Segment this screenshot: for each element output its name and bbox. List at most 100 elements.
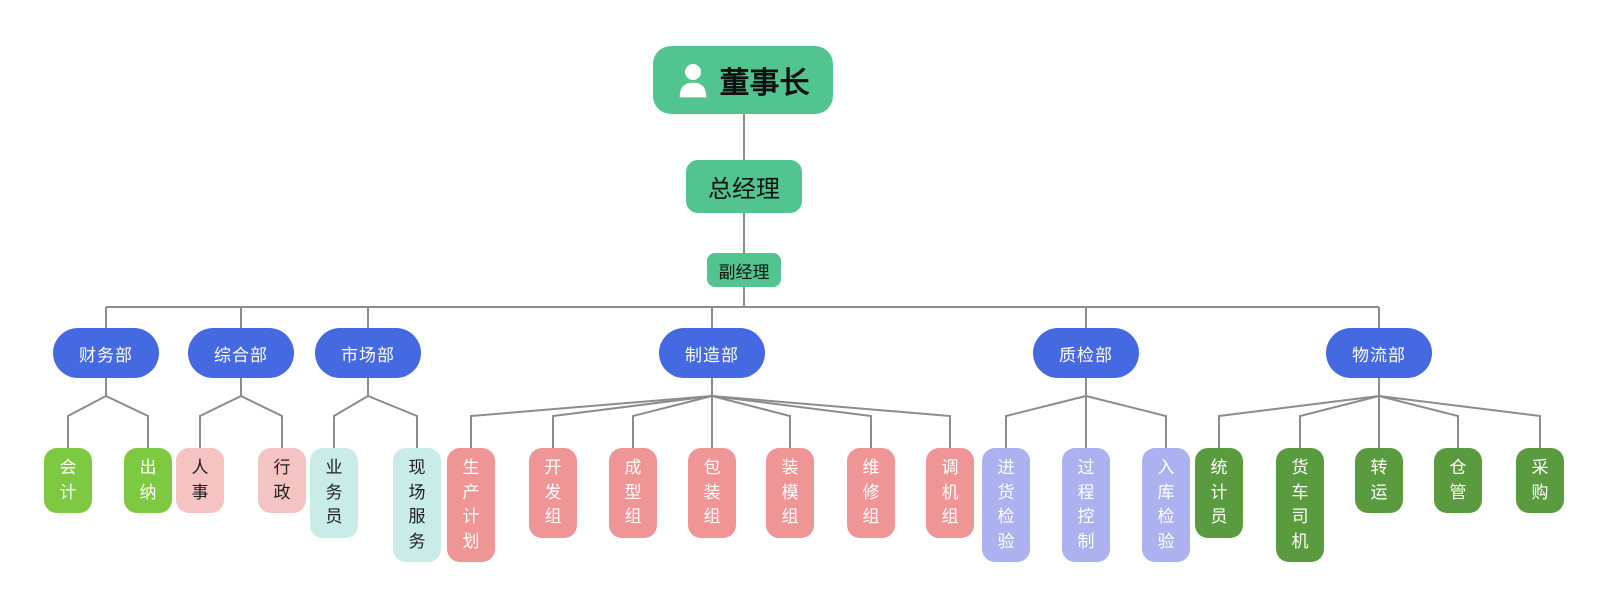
leaf-label-char: 运 — [1370, 482, 1388, 503]
leaf-node[interactable]: 进货检验 — [982, 448, 1030, 562]
leaf-label-char: 组 — [703, 507, 721, 528]
leaf-node[interactable]: 生产计划 — [447, 448, 495, 562]
connector-line — [711, 395, 951, 448]
connector-line — [711, 395, 791, 448]
leaf-node[interactable]: 行政 — [258, 448, 306, 513]
leaf-label-char: 机 — [1291, 531, 1309, 552]
leaf-label-char: 司 — [1291, 507, 1309, 527]
leaf-label-char: 开 — [544, 458, 562, 479]
leaf-label-char: 人 — [191, 458, 209, 478]
leaf-label-char: 产 — [462, 482, 480, 503]
leaf-label-char: 计 — [462, 507, 480, 527]
leaf-label-char: 组 — [862, 507, 880, 528]
leaf-label-char: 库 — [1157, 482, 1175, 503]
leaf-label-char: 行 — [273, 458, 291, 478]
leaf-node[interactable]: 统计员 — [1195, 448, 1243, 538]
leaf-label-char: 调 — [941, 458, 959, 479]
leaf-label-char: 程 — [1077, 482, 1095, 503]
node-chairman[interactable]: 董事长 — [653, 46, 833, 114]
department-label: 质检部 — [1059, 345, 1113, 366]
leaf-label-char: 仓 — [1449, 458, 1467, 478]
node-deputy-manager[interactable]: 副经理 — [707, 253, 781, 287]
leaf-label-char: 维 — [862, 458, 880, 479]
leaf-label-char: 纳 — [139, 482, 157, 503]
leaf-label-char: 业 — [325, 458, 343, 479]
leaf-label-char: 入 — [1157, 458, 1175, 478]
connector-line — [1005, 395, 1087, 448]
leaf-label-char: 过 — [1077, 458, 1095, 478]
department-label: 市场部 — [341, 345, 395, 366]
leaf-label-char: 划 — [462, 531, 480, 552]
leaf-node[interactable]: 人事 — [176, 448, 224, 513]
leaf-label-char: 型 — [624, 482, 642, 503]
department-node[interactable]: 制造部 — [659, 328, 765, 378]
department-node[interactable]: 物流部 — [1326, 328, 1432, 378]
leaf-label-char: 装 — [703, 482, 721, 503]
leaf-node[interactable]: 仓管 — [1434, 448, 1482, 513]
leaf-node[interactable]: 采购 — [1516, 448, 1564, 513]
connector-line — [711, 395, 872, 448]
leaf-label-char: 包 — [703, 458, 721, 479]
leaf-label-char: 组 — [941, 507, 959, 528]
connector-line — [333, 395, 369, 448]
connector-line — [632, 395, 713, 448]
leaf-label-char: 采 — [1531, 458, 1549, 478]
leaf-node[interactable]: 包装组 — [688, 448, 736, 538]
leaf-node[interactable]: 维修组 — [847, 448, 895, 538]
department-node[interactable]: 财务部 — [53, 328, 159, 378]
leaf-node[interactable]: 开发组 — [529, 448, 577, 538]
leaf-label-char: 验 — [997, 531, 1015, 552]
leaf-label-char: 模 — [781, 482, 799, 503]
chairman-label: 董事长 — [719, 66, 810, 101]
connector-line — [470, 395, 713, 448]
leaf-label-char: 修 — [862, 482, 880, 503]
leaf-label-char: 检 — [1157, 507, 1175, 527]
leaf-node[interactable]: 货车司机 — [1276, 448, 1324, 562]
leaf-node[interactable]: 会计 — [44, 448, 92, 513]
leaf-label-char: 组 — [544, 507, 562, 528]
leaf-label-char: 政 — [273, 482, 291, 503]
leaf-node[interactable]: 成型组 — [609, 448, 657, 538]
leaf-label-char: 控 — [1077, 507, 1095, 527]
leaf-node[interactable]: 出纳 — [124, 448, 172, 513]
leaf-node[interactable]: 转运 — [1355, 448, 1403, 513]
leaf-label-char: 统 — [1210, 458, 1228, 479]
department-node[interactable]: 市场部 — [315, 328, 421, 378]
leaf-label-char: 员 — [1210, 507, 1228, 528]
connector-line — [240, 395, 283, 448]
leaf-label-char: 成 — [624, 458, 642, 479]
department-node[interactable]: 综合部 — [188, 328, 294, 378]
leaf-label-char: 货 — [997, 482, 1015, 503]
connector-line — [1378, 395, 1459, 448]
leaf-label-char: 计 — [1210, 482, 1228, 503]
leaf-label-char: 管 — [1449, 482, 1467, 503]
department-label: 制造部 — [685, 345, 739, 366]
leaf-label-char: 场 — [408, 482, 426, 503]
leaf-label-char: 发 — [544, 482, 562, 503]
leaf-label-char: 会 — [59, 458, 77, 478]
deputy-manager-label: 副经理 — [718, 262, 770, 283]
leaf-node[interactable]: 业务员 — [310, 448, 358, 538]
leaf-node[interactable]: 现场服务 — [393, 448, 441, 562]
connector-line — [1085, 395, 1167, 448]
leaf-label-char: 机 — [941, 482, 959, 503]
leaf-label-char: 生 — [462, 458, 480, 478]
leaf-label-char: 货 — [1291, 458, 1309, 478]
department-label: 物流部 — [1352, 345, 1406, 366]
leaf-node[interactable]: 调机组 — [926, 448, 974, 538]
node-general-manager[interactable]: 总经理 — [686, 160, 802, 213]
leaf-node[interactable]: 入库检验 — [1142, 448, 1190, 562]
leaf-label-char: 务 — [325, 482, 343, 503]
leaf-node[interactable]: 装模组 — [766, 448, 814, 538]
connector-line — [105, 395, 149, 448]
leaf-node[interactable]: 过程控制 — [1062, 448, 1110, 562]
general-manager-label: 总经理 — [708, 175, 780, 203]
leaf-label-char: 检 — [997, 507, 1015, 527]
connector-line — [1378, 395, 1541, 448]
department-label: 财务部 — [79, 345, 133, 366]
department-node[interactable]: 质检部 — [1033, 328, 1139, 378]
leaf-label-char: 进 — [997, 458, 1015, 478]
leaf-label-char: 装 — [781, 458, 799, 479]
leaf-label-char: 购 — [1531, 482, 1549, 503]
